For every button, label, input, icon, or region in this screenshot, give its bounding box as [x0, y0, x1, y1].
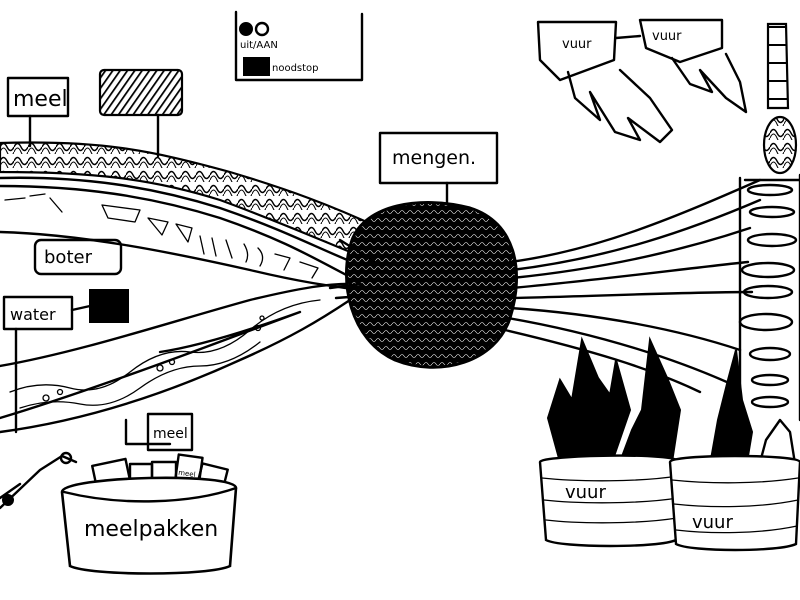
- pot-left-stripes: [541, 475, 679, 524]
- water-upper-edge: [0, 282, 357, 368]
- conveyor-column: [766, 22, 790, 110]
- flame-left-outer: [546, 336, 632, 463]
- tray-9: [750, 395, 790, 409]
- legend-onoff-label: uit/AAN: [240, 40, 278, 51]
- basket-arm: [0, 454, 78, 510]
- vuur-top-right-label: vuur: [652, 29, 682, 44]
- vuur-top-left-label: vuur: [562, 37, 592, 52]
- basket-rim: [62, 486, 238, 503]
- conveyor-roller: [762, 115, 798, 175]
- fire-pots: vuur vuur: [538, 336, 800, 552]
- flame-right-small: [756, 418, 798, 472]
- flame-right: [708, 349, 754, 470]
- water-mid-line: [0, 310, 302, 420]
- mixing-ball: [345, 201, 518, 369]
- arm-joint-icon: [59, 451, 73, 465]
- pot-right: [668, 454, 800, 552]
- butter-shapes: [4, 193, 319, 279]
- top-burner-left: [536, 20, 618, 82]
- tray-1: [746, 183, 794, 197]
- output-lines: [503, 178, 762, 394]
- water-label: water: [10, 305, 56, 324]
- cookie-trays: [738, 183, 798, 409]
- water-ripples: [9, 299, 321, 409]
- on-button-icon: [239, 22, 253, 36]
- meel-label-box: [6, 76, 70, 118]
- butter-upper-edge: [0, 184, 362, 284]
- conveyor: [738, 22, 800, 422]
- boter-label: boter: [44, 247, 93, 268]
- water-indicator-link: [70, 304, 92, 312]
- tray-3: [746, 232, 798, 248]
- off-button-icon: [254, 21, 270, 37]
- mengen-label: mengen.: [392, 147, 476, 169]
- boter-label-box: [33, 238, 123, 276]
- top-flames: vuur vuur: [536, 18, 748, 144]
- flour-band: [0, 141, 382, 264]
- vuur-right-label: vuur: [692, 512, 733, 533]
- burner-link: [614, 34, 642, 40]
- meel-small-label-box: [146, 412, 194, 452]
- meelpakken-label: meelpakken: [84, 517, 218, 542]
- mengen-label-box: [378, 131, 499, 185]
- emergency-stop-icon: [243, 57, 270, 76]
- flour-lower-edge: [0, 176, 374, 272]
- mixer-inflow-lines: [328, 238, 377, 300]
- legend-stop-label: noodstop: [272, 63, 319, 74]
- water-stream: water: [0, 282, 357, 434]
- top-flame-left: [566, 68, 674, 144]
- tray-6: [738, 312, 794, 332]
- tray-2: [748, 205, 796, 219]
- mixer: mengen.: [328, 131, 518, 369]
- top-burner-right: [638, 18, 724, 64]
- flour-packets-basket: meel meel meel meel meel meel meelpakken: [0, 364, 238, 575]
- meel-hatched-indicator: [98, 68, 184, 117]
- water-lower-edge: [0, 298, 352, 434]
- tray-4: [740, 261, 796, 279]
- water-indicator: [89, 289, 129, 323]
- tray-5: [742, 284, 794, 300]
- meel-input: meel: [6, 68, 184, 158]
- butter-stream: boter: [0, 184, 362, 292]
- water-label-box: [2, 295, 74, 331]
- arm-base-icon: [2, 494, 14, 506]
- vuur-left-label: vuur: [565, 482, 606, 503]
- pot-right-stripes: [671, 477, 799, 534]
- tray-8: [750, 373, 790, 387]
- meel-small-label: meel: [153, 426, 188, 442]
- flame-middle: [618, 336, 682, 463]
- legend-box: uit/AAN noodstop: [234, 10, 364, 82]
- meel-label: meel: [13, 87, 68, 112]
- packet-4-label: meel: [178, 469, 196, 479]
- tray-7: [748, 346, 792, 362]
- legend-frame: [234, 10, 364, 82]
- top-flame-right: [670, 52, 748, 114]
- packets-connector: [124, 418, 172, 446]
